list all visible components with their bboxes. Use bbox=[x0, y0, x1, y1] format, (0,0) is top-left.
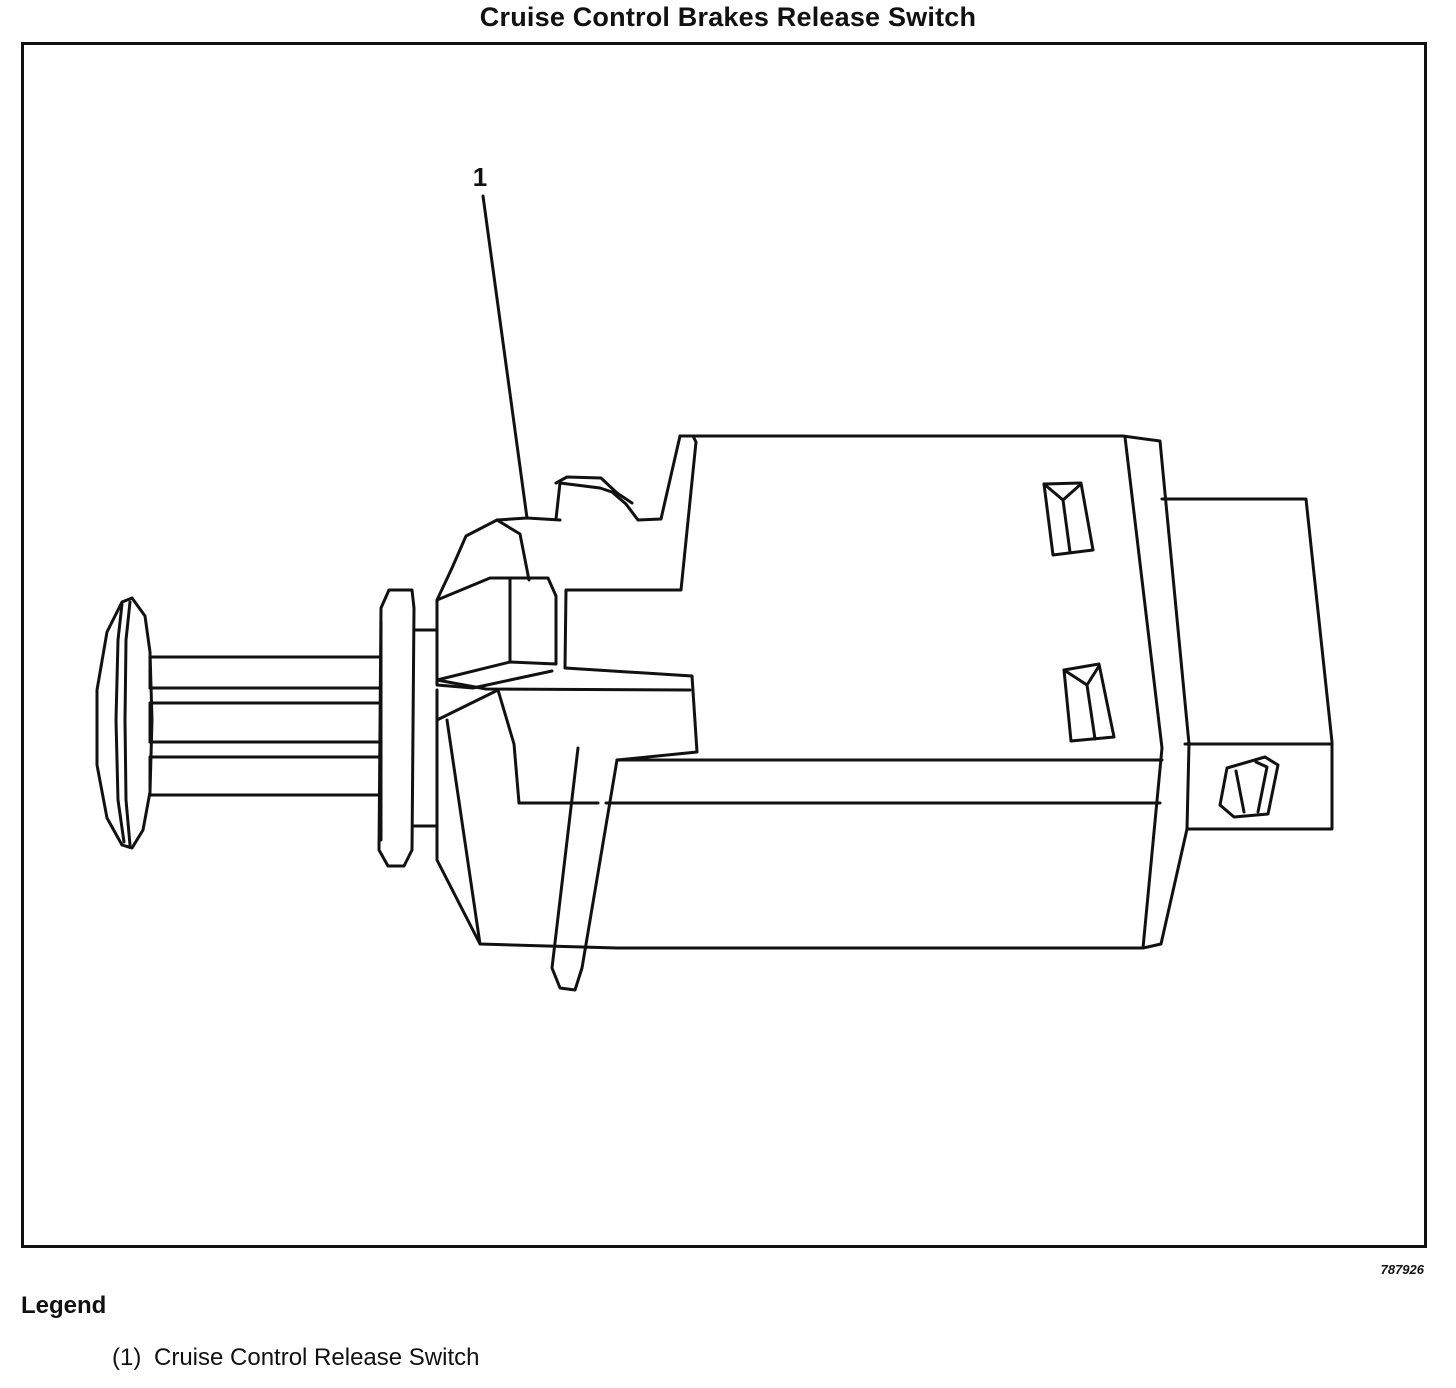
plunger-rods bbox=[148, 655, 383, 797]
vent-slot-lower bbox=[1062, 662, 1116, 743]
plunger-head bbox=[95, 596, 154, 850]
legend-item-number: (1) bbox=[112, 1344, 142, 1371]
switch-body bbox=[517, 434, 1191, 950]
vent-slot-upper bbox=[1042, 481, 1095, 557]
illustration-frame bbox=[21, 42, 1427, 1248]
legend-item: (1) Cruise Control Release Switch bbox=[112, 1344, 479, 1372]
legend-heading: Legend bbox=[21, 1292, 107, 1319]
callout-number: 1 bbox=[473, 162, 487, 192]
diagram-title: Cruise Control Brakes Release Switch bbox=[479, 2, 977, 32]
legend-item-label: Cruise Control Release Switch bbox=[154, 1344, 480, 1371]
connector-housing bbox=[1160, 497, 1334, 831]
figure-number: 787926 bbox=[1380, 1262, 1424, 1277]
plunger-ring bbox=[377, 588, 439, 868]
front-collar bbox=[435, 516, 692, 950]
mounting-tab bbox=[550, 746, 619, 992]
callout-leader-line bbox=[481, 194, 529, 520]
